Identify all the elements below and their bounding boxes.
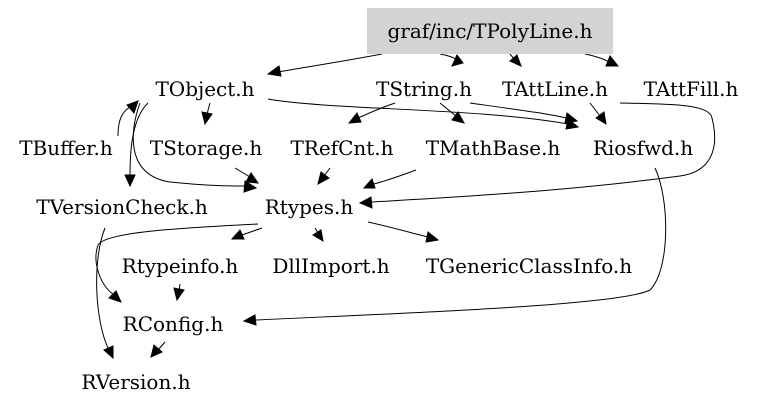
node-tattfill[interactable]: TAttFill.h xyxy=(644,77,739,101)
node-trefcnt[interactable]: TRefCnt.h xyxy=(290,136,393,160)
edge-rtypes-rtypeinfo-arrow xyxy=(230,229,245,240)
edge-tmathbase-rtypes-arrow xyxy=(362,178,376,189)
edge-rtypes-tgenericclassinfo-arrow xyxy=(425,231,440,243)
edge-tpolyline-tstring xyxy=(439,53,458,61)
edge-tstring-riosfwd-arrow xyxy=(564,112,579,124)
node-tmathbase[interactable]: TMathBase.h xyxy=(426,136,561,160)
node-rtypes[interactable]: Rtypes.h xyxy=(265,195,354,219)
node-rtypeinfo[interactable]: Rtypeinfo.h xyxy=(122,254,239,278)
edge-tobject-tversioncheck-arrow xyxy=(124,174,136,188)
edge-tobject-tstorage xyxy=(206,102,211,115)
edge-tpolyline-tattfill xyxy=(584,53,611,63)
node-riosfwd[interactable]: Riosfwd.h xyxy=(593,136,693,160)
node-tstring[interactable]: TString.h xyxy=(376,77,472,101)
edge-tobject-rtypes xyxy=(132,102,246,187)
edge-tpolyline-tobject-arrow xyxy=(266,65,282,77)
edge-tobject-tstorage-arrow xyxy=(201,111,213,126)
edge-rtypes-tgenericclassinfo xyxy=(367,221,429,238)
node-rconfig[interactable]: RConfig.h xyxy=(123,312,224,336)
node-tversioncheck[interactable]: TVersionCheck.h xyxy=(36,195,208,219)
edge-rconfig-rversion xyxy=(157,341,166,351)
edge-rtypes-rtypeinfo xyxy=(241,227,263,236)
root-node-box xyxy=(367,8,613,54)
edge-tattfill-rtypes-arrow xyxy=(358,196,373,209)
nodes: graf/inc/TPolyLine.h TObject.h TString.h… xyxy=(19,8,738,394)
edge-tpolyline-tattfill-arrow xyxy=(605,55,620,67)
edge-tobject-rtypes-arrow xyxy=(243,180,258,193)
edge-riosfwd-rconfig-arrow xyxy=(242,314,257,326)
node-tobject[interactable]: TObject.h xyxy=(155,77,254,101)
edge-tstring-riosfwd xyxy=(469,102,567,119)
edges xyxy=(95,53,716,360)
node-tpolyline[interactable]: graf/inc/TPolyLine.h xyxy=(388,19,593,43)
edge-tstring-tmathbase xyxy=(439,102,457,117)
edge-tstorage-rtypes xyxy=(234,167,251,178)
edge-tattline-riosfwd-arrow xyxy=(595,111,607,125)
node-tstorage[interactable]: TStorage.h xyxy=(150,136,263,160)
edge-riosfwd-rconfig xyxy=(255,167,667,321)
edge-tstorage-rtypes-arrow xyxy=(245,172,260,184)
edge-rtypes-rconfig xyxy=(95,223,259,296)
edge-rconfig-rversion-arrow xyxy=(150,344,163,358)
edge-tattfill-rtypes xyxy=(371,102,716,203)
edge-rtypeinfo-rconfig-arrow xyxy=(173,287,185,302)
edge-tattline-riosfwd xyxy=(589,102,601,117)
edge-tobject-riosfwd xyxy=(267,98,569,125)
edge-tstring-tmathbase-arrow xyxy=(451,111,465,124)
node-tbuffer[interactable]: TBuffer.h xyxy=(19,136,113,160)
node-tattline[interactable]: TAttLine.h xyxy=(502,77,608,101)
edge-tbuffer-tobject xyxy=(117,106,131,137)
edge-tpolyline-tobject xyxy=(277,53,383,73)
edge-rtypes-rconfig-arrow xyxy=(108,290,122,303)
node-dllimport[interactable]: DllImport.h xyxy=(272,254,389,278)
edge-tstring-trefcnt xyxy=(357,102,396,119)
edge-tstring-trefcnt-arrow xyxy=(347,112,362,124)
edge-trefcnt-rtypes-arrow xyxy=(317,171,330,185)
edge-tbuffer-tobject-arrow xyxy=(126,100,139,114)
edge-tmathbase-rtypes xyxy=(373,169,417,185)
node-rversion[interactable]: RVersion.h xyxy=(81,370,190,394)
edge-tpolyline-tattline-arrow xyxy=(509,54,522,67)
node-tgenericclassinfo[interactable]: TGenericClassInfo.h xyxy=(426,254,632,278)
edge-tversioncheck-rversion xyxy=(96,227,109,349)
edge-tversioncheck-rversion-arrow xyxy=(103,345,114,360)
edge-tobject-tversioncheck xyxy=(129,102,149,177)
edge-rtypes-dllimport-arrow xyxy=(312,229,324,242)
edge-tpolyline-tstring-arrow xyxy=(451,54,464,67)
